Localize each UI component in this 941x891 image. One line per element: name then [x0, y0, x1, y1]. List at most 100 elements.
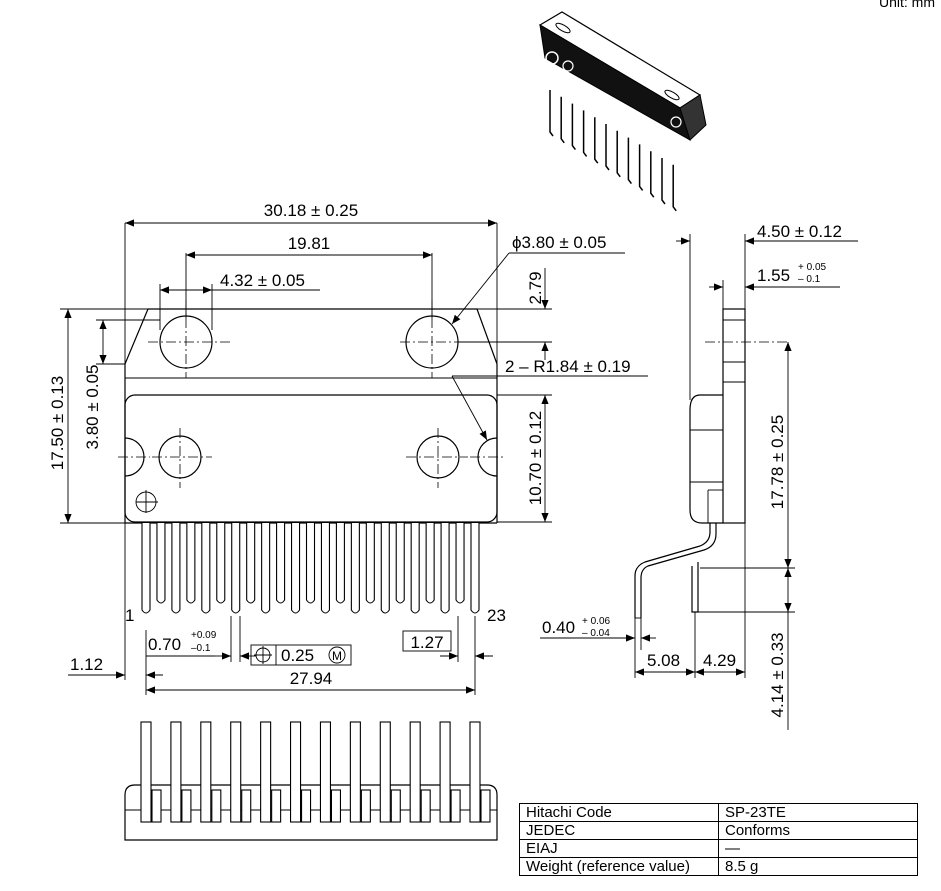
lead-tol-minus: – 0.04	[582, 628, 610, 639]
top-to-hole-dim: 2.79	[526, 271, 545, 304]
bottom-pin-stub	[211, 789, 222, 823]
tab-tol-minus: – 0.1	[798, 274, 821, 285]
front-pin	[320, 523, 331, 614]
spec-row: EIAJ—	[519, 839, 918, 858]
hole-offset-dim: 4.32 ± 0.05	[220, 271, 305, 290]
front-pin	[290, 523, 301, 614]
pin-first-label: 1	[125, 606, 134, 625]
unit-label: Unit: mm	[879, 0, 935, 10]
front-pin	[261, 523, 271, 614]
iso-lead	[627, 137, 632, 185]
overall-height-dim: 17.50 ± 0.13	[48, 376, 67, 470]
spec-key: JEDEC	[519, 821, 719, 840]
lead-row-pitch-dim: 5.08	[647, 651, 680, 670]
iso-lead	[605, 124, 610, 171]
tab-thickness-dim: 1.55	[757, 266, 790, 285]
front-pin	[276, 523, 286, 604]
bottom-pin	[260, 721, 272, 823]
bottom-pin-stub	[360, 789, 371, 823]
front-pin	[350, 523, 360, 614]
position-tol-modifier: M	[332, 649, 342, 663]
front-pin	[395, 523, 405, 604]
bottom-pin-stub	[241, 789, 252, 823]
bottom-pin-stub	[390, 789, 401, 823]
lead-to-body-dim: 4.29	[703, 651, 736, 670]
bottom-pin-stub	[480, 789, 491, 823]
isometric-view	[538, 11, 707, 212]
front-pin	[201, 523, 211, 614]
front-pin	[216, 523, 226, 604]
front-pin	[335, 523, 345, 604]
pin-span-dim: 27.94	[290, 669, 333, 688]
front-pin	[305, 523, 316, 604]
front-pin	[425, 523, 435, 604]
spec-value: Conforms	[718, 821, 918, 840]
hole-pitch-dim: 19.81	[288, 234, 331, 253]
spec-key: Weight (reference value)	[519, 857, 719, 876]
iso-lead	[616, 130, 621, 178]
spec-row: Weight (reference value)8.5 g	[519, 857, 918, 876]
bottom-pin	[349, 721, 361, 823]
pin-width-tol-plus: +0.09	[191, 630, 217, 641]
bottom-pin-stub	[300, 789, 312, 823]
iso-lead	[650, 151, 655, 198]
spec-value: 8.5 g	[718, 857, 918, 876]
front-pin	[156, 523, 166, 604]
bottom-pin	[200, 721, 212, 823]
iso-lead	[549, 90, 554, 137]
side-view: 4.50 ± 0.12 1.55 + 0.05 – 0.1 17.78 ± 0.…	[540, 222, 858, 730]
iso-lead	[638, 144, 644, 191]
front-pin	[410, 523, 420, 614]
bottom-pin	[289, 721, 302, 823]
tab-tol-plus: + 0.05	[798, 262, 827, 273]
iso-lead	[594, 117, 599, 164]
front-pin	[365, 523, 375, 604]
iso-lead	[560, 96, 565, 144]
bottom-pin	[409, 721, 421, 823]
pin-pitch-dim: 1.27	[410, 633, 443, 652]
pin-width-dim: 0.70	[148, 635, 181, 654]
bottom-pin-stub	[330, 789, 342, 823]
spec-value: SP-23TE	[718, 803, 918, 822]
lead-thickness-dim: 0.40	[542, 618, 575, 637]
iso-lead	[661, 158, 666, 205]
bottom-pin	[319, 721, 332, 823]
front-pin	[231, 523, 241, 614]
lead-tol-plus: + 0.06	[582, 616, 611, 627]
bottom-pin	[439, 721, 451, 823]
bottom-pin	[140, 721, 152, 823]
spec-key: EIAJ	[519, 839, 719, 858]
pin-width-tol-minus: –0.1	[191, 643, 211, 654]
corner-radius-dim: 2 – R1.84 ± 0.19	[505, 357, 631, 376]
lead-length-dim: 4.14 ± 0.33	[768, 633, 787, 718]
front-view: 1 23 30.18 ± 0.25 19.81 4.32 ± 0.05 ϕ3.8…	[48, 201, 648, 695]
iso-lead	[672, 164, 677, 212]
bottom-pin-stub	[271, 789, 282, 823]
body-height-dim: 10.70 ± 0.12	[526, 411, 545, 505]
bottom-pin	[469, 721, 481, 823]
front-pin	[470, 523, 480, 614]
pin-last-label: 23	[487, 606, 506, 625]
bottom-pin	[230, 721, 242, 823]
hole-to-edge-dim: 3.80 ± 0.05	[83, 365, 102, 450]
overall-width-dim: 30.18 ± 0.25	[264, 201, 358, 220]
edge-to-pin1-dim: 1.12	[70, 655, 103, 674]
bottom-pin-stub	[151, 789, 162, 823]
bottom-pin	[170, 721, 182, 823]
bottom-pin	[379, 721, 391, 823]
front-pin	[141, 523, 151, 614]
iso-lead	[571, 103, 576, 151]
spec-value: —	[718, 839, 918, 858]
bottom-view	[124, 721, 498, 841]
bottom-pin-stub	[450, 789, 461, 823]
overall-thickness-dim: 4.50 ± 0.12	[757, 222, 842, 241]
front-pin	[380, 523, 390, 614]
iso-lead	[582, 110, 588, 157]
spec-key: Hitachi Code	[519, 803, 719, 822]
position-tol-dim: 0.25	[281, 646, 314, 665]
front-pin	[246, 523, 256, 604]
bottom-pin-stub	[181, 789, 192, 823]
